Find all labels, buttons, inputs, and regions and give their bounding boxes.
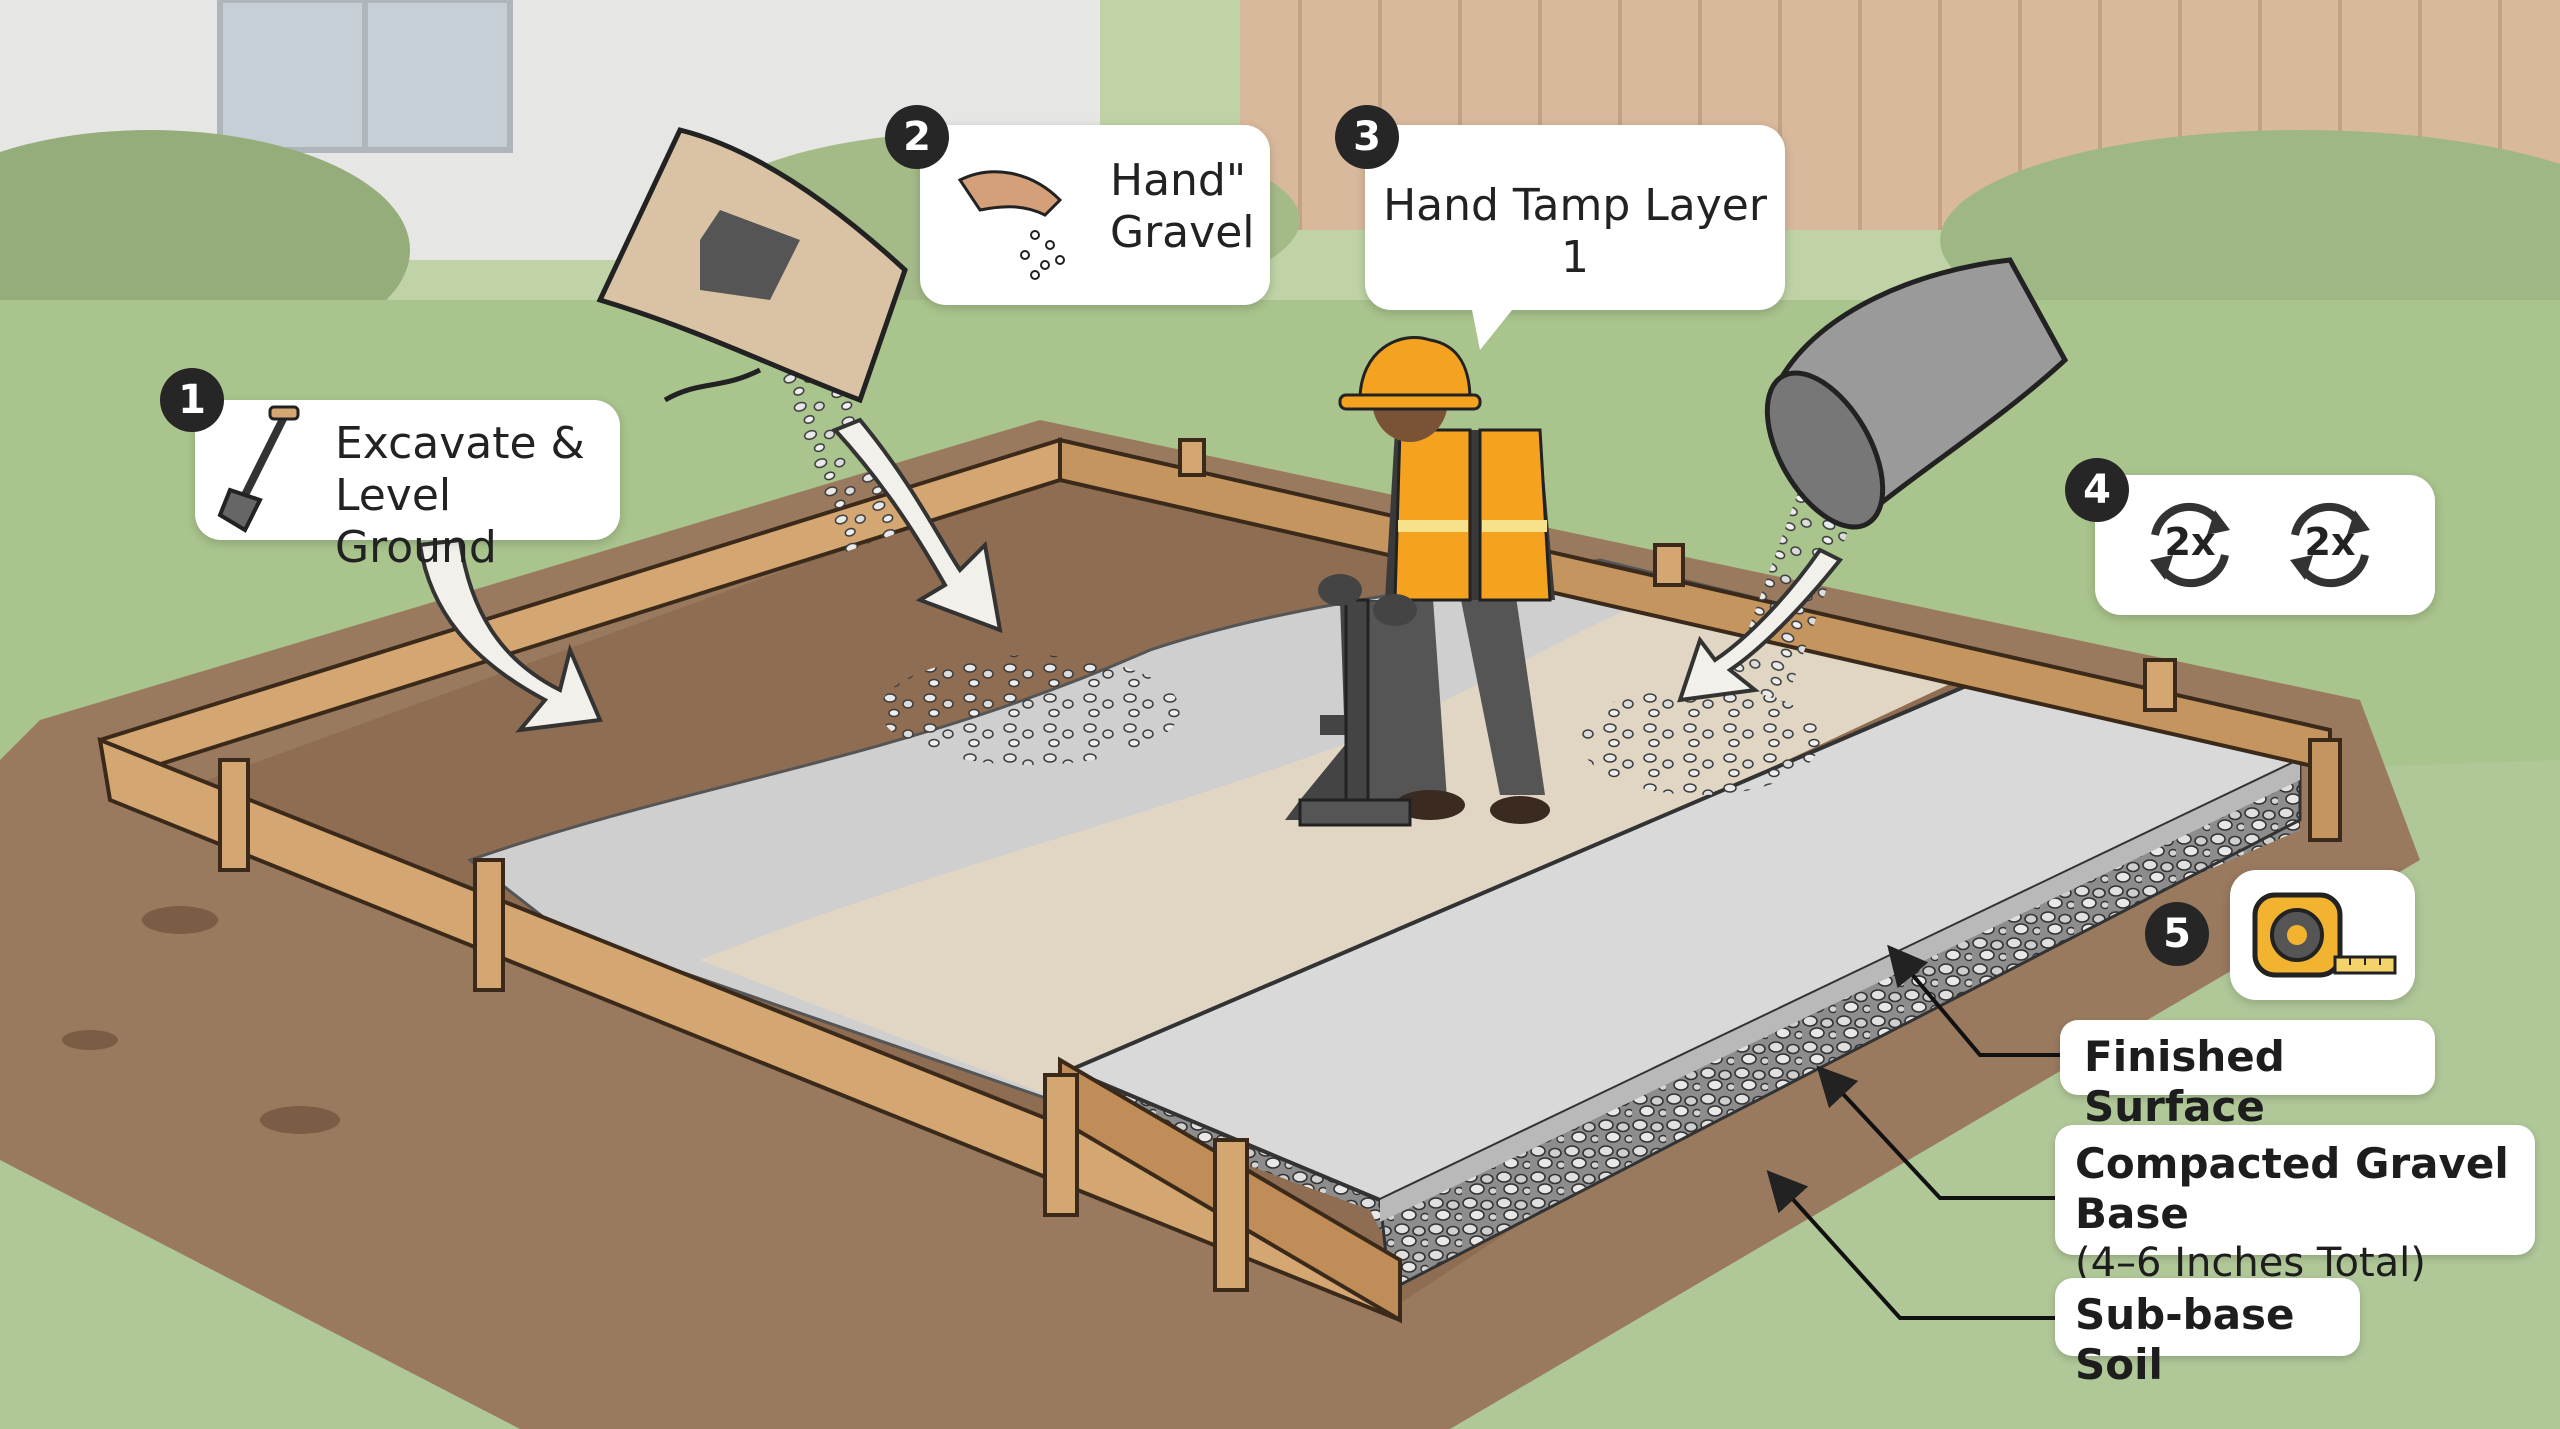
wood-form-boards: [97, 437, 2342, 1324]
step-3-text: Hand Tamp Layer 1: [1370, 180, 1780, 284]
finished-surface-text: Finished Surface: [2084, 1032, 2285, 1131]
shovel-icon: [217, 405, 300, 533]
step-5-number: 5: [2145, 902, 2209, 966]
hand-sprinkle-icon: [957, 170, 1065, 280]
step-3-line2: 1: [1561, 232, 1589, 283]
step-1-line2: Level Ground: [335, 470, 497, 573]
repeat-cycle-icon: 2x: [2135, 495, 2245, 595]
step-3-callout: [1365, 125, 1785, 310]
step-1-text: Excavate & Level Ground: [335, 418, 615, 574]
repeat-cycle-icon-2: 2x: [2275, 495, 2385, 595]
step-2-number: 2: [885, 105, 949, 169]
finished-slab: [1064, 677, 2306, 1293]
step-4-number: 4: [2065, 458, 2129, 522]
step-2-text: Hand" Gravel: [1110, 155, 1260, 259]
step-3-line1: Hand Tamp Layer: [1383, 180, 1767, 231]
gravel-base-label: Compacted Gravel Base (4–6 Inches Total): [2055, 1125, 2535, 1286]
finished-surface-label: Finished Surface: [2060, 1020, 2435, 1131]
step-1-number: 1: [160, 368, 224, 432]
step-1-line1: Excavate &: [335, 418, 585, 469]
worker-figure: [1285, 336, 1555, 827]
step-3-number: 3: [1335, 105, 1399, 169]
repeat-label-1: 2x: [2164, 520, 2216, 564]
repeat-label-2: 2x: [2304, 520, 2356, 564]
flow-arrows: [417, 417, 1844, 733]
step-2-callout: [920, 125, 1270, 305]
tape-measure-icon: [2252, 892, 2397, 978]
layer-pointers: [1766, 944, 2060, 1320]
sub-base-label: Sub-base Soil: [2055, 1278, 2360, 1389]
sub-base-text: Sub-base Soil: [2075, 1290, 2295, 1389]
step-4-callout: [2095, 475, 2435, 615]
concrete-bucket-icon: [1764, 257, 2069, 530]
gravel-base-text: Compacted Gravel Base: [2075, 1139, 2509, 1238]
step-2-line1: Hand": [1110, 155, 1247, 206]
step-2-line2: Gravel: [1110, 207, 1255, 258]
gravel-bag-icon: [596, 127, 908, 404]
step-1-callout: [195, 400, 620, 540]
speech-tail-icon: [1470, 300, 1520, 350]
